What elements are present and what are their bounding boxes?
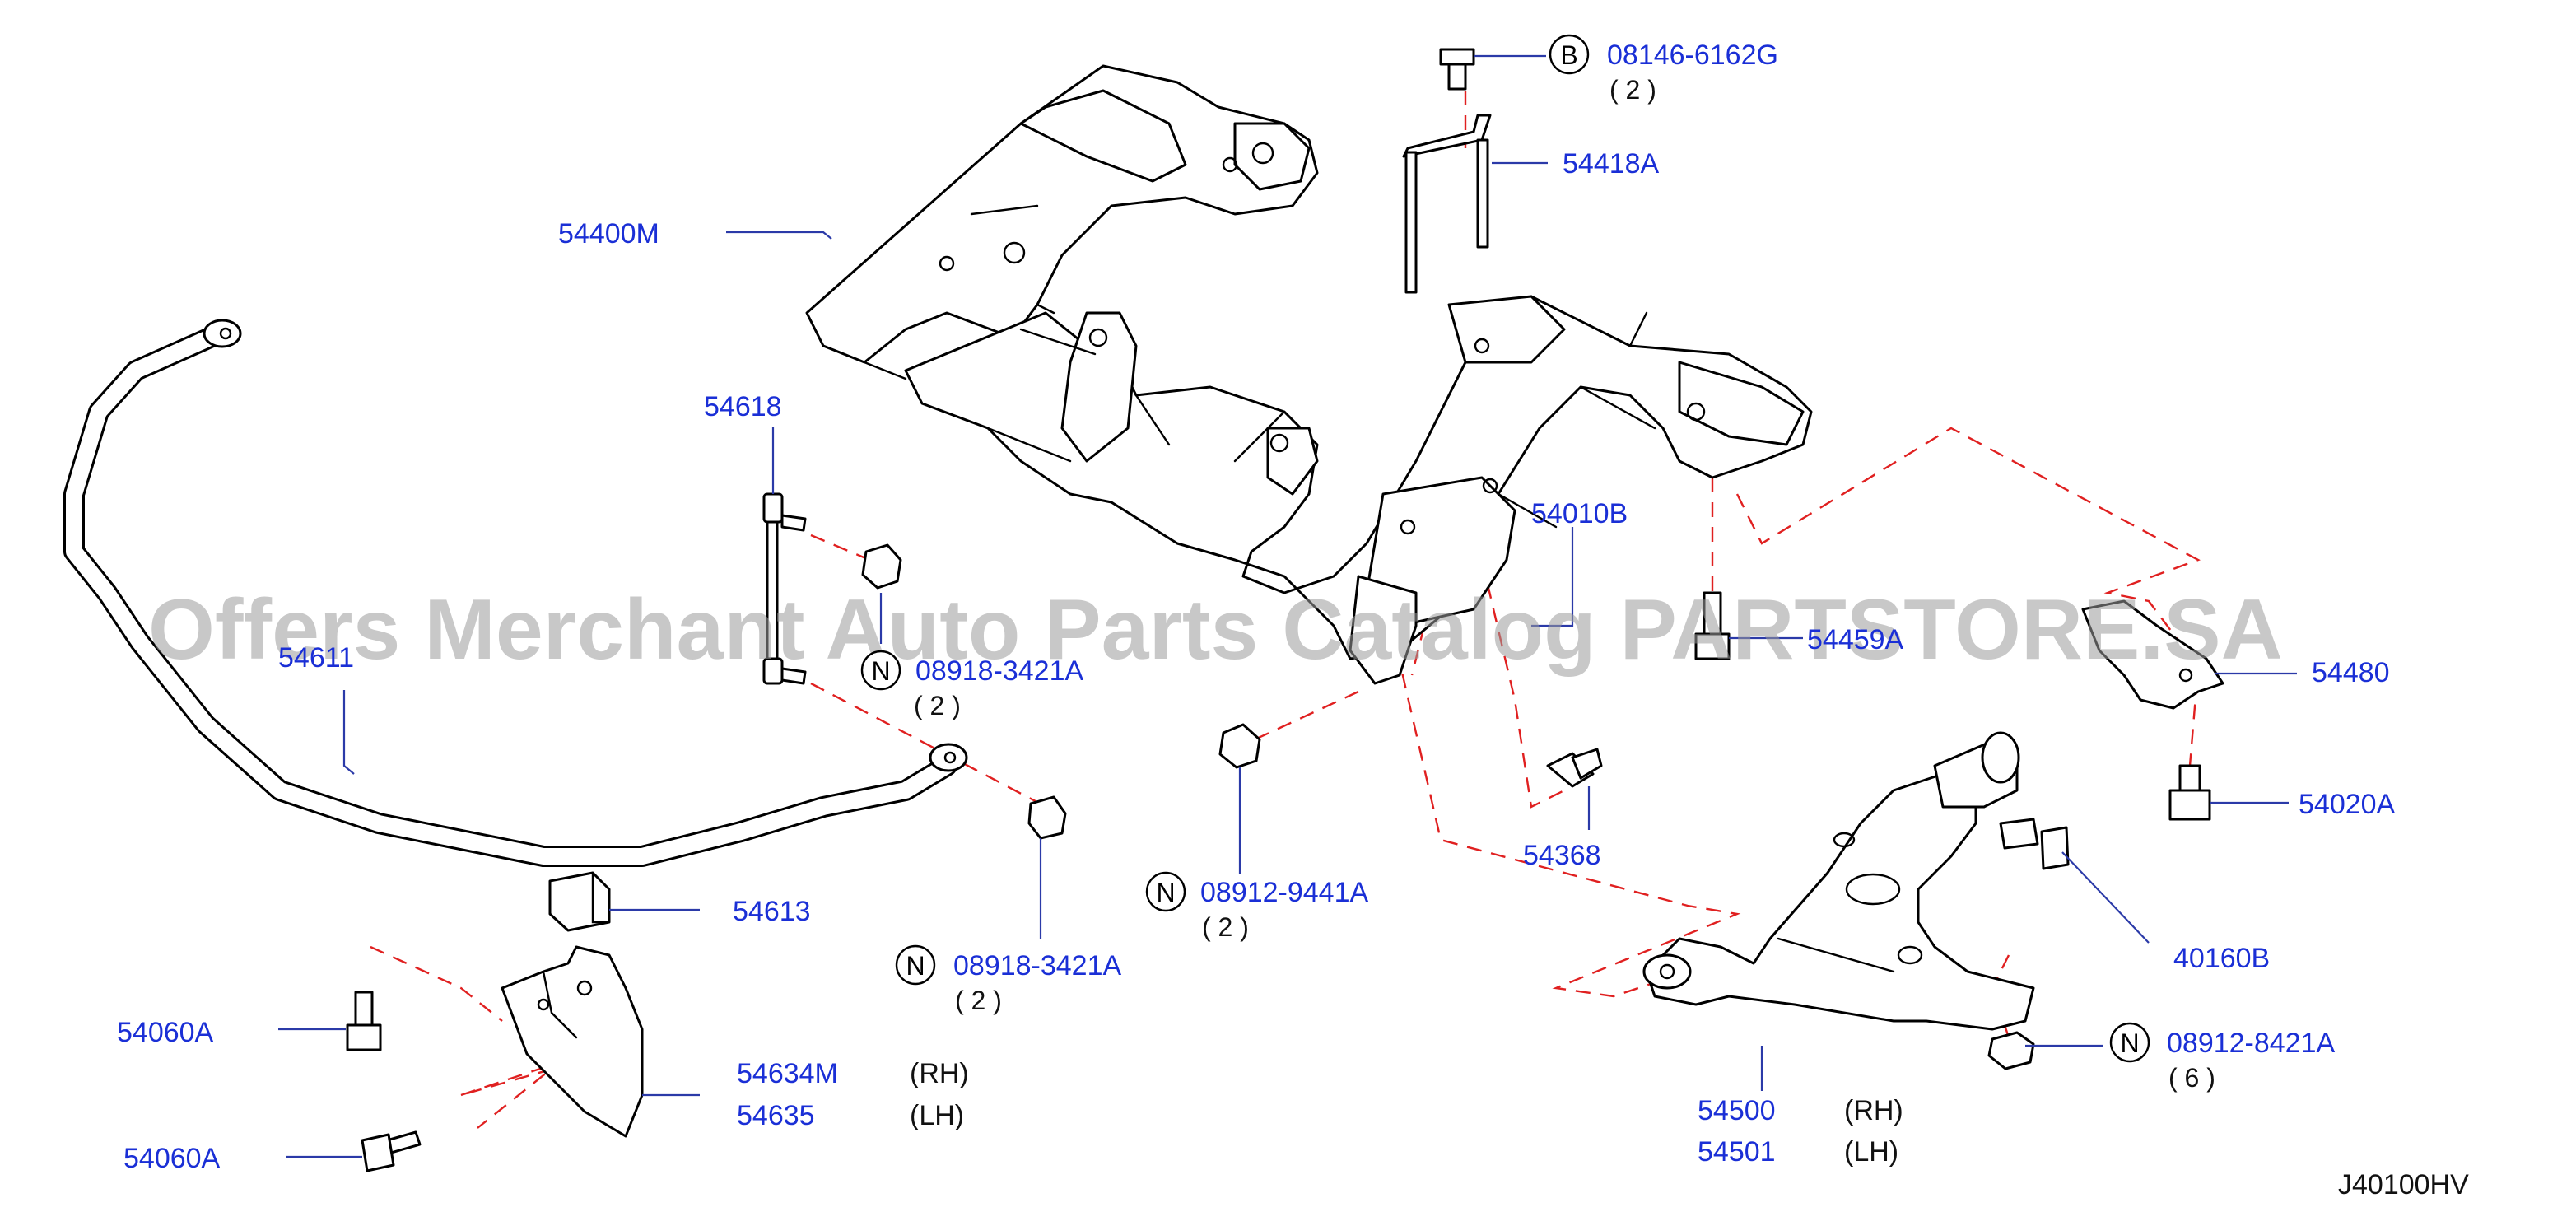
part-label-08912-9441A[interactable]: 08912-9441A	[1200, 877, 1369, 908]
fastener-symbol-n-3: N	[895, 944, 936, 986]
part-label-54060A-upper[interactable]: 54060A	[117, 1017, 214, 1048]
part-label-54613[interactable]: 54613	[733, 896, 811, 927]
part-label-54501[interactable]: 54501	[1698, 1136, 1776, 1168]
part-label-54368[interactable]: 54368	[1523, 840, 1601, 871]
part-label-54611[interactable]: 54611	[278, 642, 354, 674]
bracket-54480-drawing	[2081, 599, 2224, 710]
part-label-54459A[interactable]: 54459A	[1807, 624, 1904, 655]
symbol-n-letter: N	[871, 656, 890, 686]
symbol-n-letter: N	[906, 951, 925, 981]
symbol-b-letter: B	[1560, 40, 1577, 70]
part-label-54020A[interactable]: 54020A	[2299, 789, 2396, 820]
stabilizer-bracket-drawing	[501, 945, 644, 1138]
symbol-n-letter: N	[2120, 1028, 2139, 1058]
qty-08912-8421A: ( 6 )	[2168, 1063, 2215, 1093]
side-label-lh-link: (LH)	[1844, 1136, 1898, 1168]
fastener-symbol-b: B	[1549, 34, 1590, 75]
part-label-54500[interactable]: 54500	[1698, 1095, 1776, 1126]
part-label-08918-3421A-lower[interactable]: 08918-3421A	[953, 950, 1122, 981]
part-label-08918-3421A-upper[interactable]: 08918-3421A	[915, 655, 1084, 687]
stabilizer-bar-drawing	[63, 319, 968, 867]
part-label-54635[interactable]: 54635	[737, 1100, 815, 1131]
fasteners	[346, 48, 2211, 1172]
transverse-link-drawing	[1642, 731, 2035, 1031]
part-label-08912-8421A[interactable]: 08912-8421A	[2167, 1028, 2336, 1059]
symbol-n-letter: N	[1156, 878, 1175, 907]
part-label-54418A[interactable]: 54418A	[1563, 148, 1660, 179]
side-label-lh-bracket: (LH)	[910, 1100, 964, 1131]
fastener-symbol-n-1: N	[860, 650, 901, 691]
diagram-code: J40100HV	[2338, 1169, 2469, 1200]
part-label-54634M[interactable]: 54634M	[737, 1058, 838, 1089]
side-label-rh-link: (RH)	[1844, 1095, 1903, 1126]
part-label-54400M[interactable]: 54400M	[558, 218, 659, 249]
stabilizer-bushing-drawing	[548, 871, 611, 932]
part-label-54618[interactable]: 54618	[704, 391, 782, 422]
fastener-symbol-n-4: N	[2109, 1022, 2150, 1063]
fastener-symbol-n-2: N	[1145, 871, 1186, 912]
part-label-40160B[interactable]: 40160B	[2173, 943, 2270, 974]
qty-08146-6162G: ( 2 )	[1609, 75, 1656, 105]
qty-08918-3421A-lower: ( 2 )	[955, 986, 1002, 1015]
suspension-member-drawing	[805, 64, 1813, 685]
side-label-rh-bracket: (RH)	[910, 1058, 969, 1089]
qty-08918-3421A-upper: ( 2 )	[914, 691, 961, 720]
watermark-text: Offers Merchant Auto Parts Catalog PARTS…	[148, 582, 2283, 678]
part-label-54010B[interactable]: 54010B	[1531, 498, 1628, 529]
part-label-54480[interactable]: 54480	[2312, 657, 2390, 688]
part-label-08146-6162G[interactable]: 08146-6162G	[1607, 40, 1778, 71]
qty-08912-9441A: ( 2 )	[1202, 912, 1249, 942]
part-label-54060A-lower[interactable]: 54060A	[123, 1143, 221, 1174]
leader-lines	[278, 54, 2297, 1158]
